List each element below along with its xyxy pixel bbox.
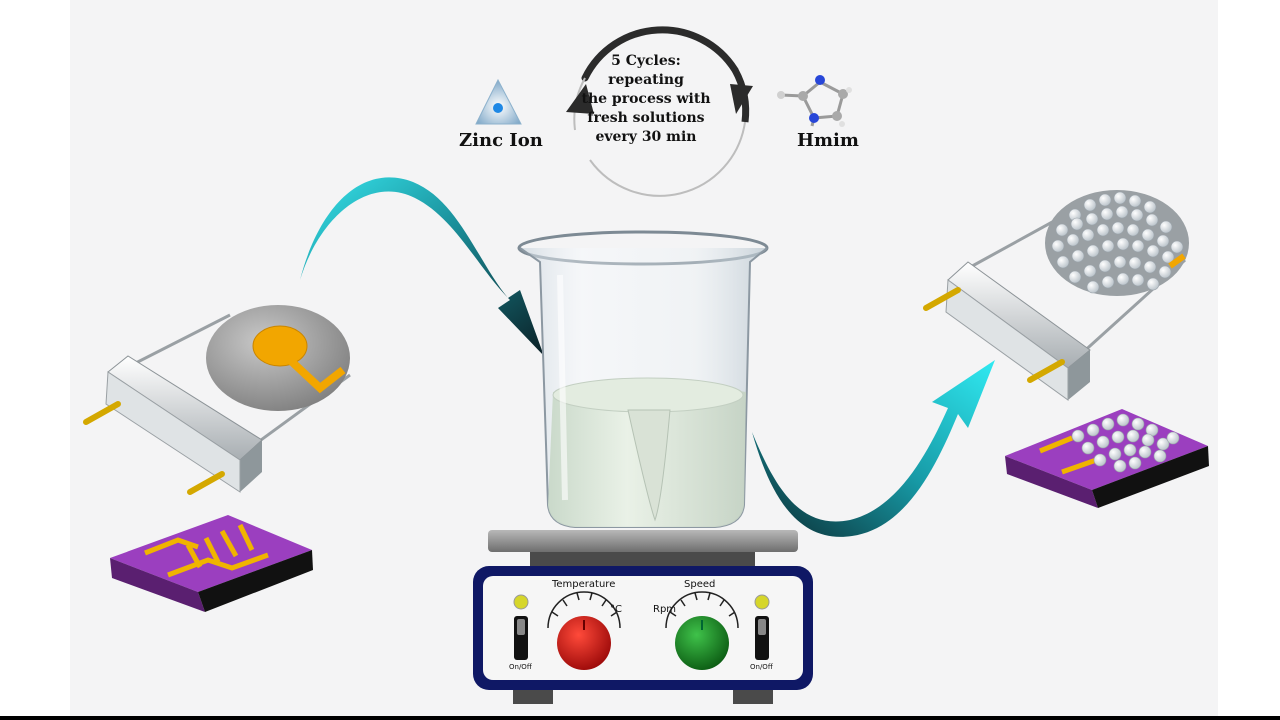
arrow-out-of-beaker <box>752 360 995 537</box>
qcm-sensor-coated <box>923 190 1189 401</box>
right-indicator-light <box>754 594 770 610</box>
hmim-molecule-icon <box>777 75 852 127</box>
qcm-sensor-bare <box>83 305 351 495</box>
cycle-line-4: fresh solutions <box>587 110 705 126</box>
left-indicator-light <box>513 594 529 610</box>
right-power-switch <box>755 616 769 660</box>
speed-dial <box>665 591 739 670</box>
beaker <box>517 230 769 528</box>
cycle-line-3: the process with <box>581 91 711 107</box>
zinc-ion-icon <box>475 78 522 125</box>
cycle-line-2: repeating <box>608 72 684 88</box>
cycle-line-5: every 30 min <box>595 129 697 145</box>
speed-label: Speed <box>684 579 716 590</box>
left-switch-label: On/Off <box>509 663 532 671</box>
bottom-border <box>0 716 1280 720</box>
cycle-arrows <box>566 26 753 197</box>
temperature-dial <box>547 591 621 670</box>
ide-sensor-coated <box>1005 409 1209 508</box>
ide-sensor-bare <box>110 515 313 612</box>
left-power-switch <box>514 616 528 660</box>
speed-unit: Rpm <box>653 604 677 615</box>
hmim-label: Hmim <box>797 130 859 151</box>
temperature-label: Temperature <box>552 579 616 590</box>
zinc-ion-label: Zinc Ion <box>459 130 543 151</box>
cycle-line-1: 5 Cycles: <box>611 53 681 69</box>
right-switch-label: On/Off <box>750 663 773 671</box>
temperature-unit: °C <box>610 604 622 615</box>
cycle-description: 5 Cycles: repeating the process with fre… <box>578 52 714 147</box>
